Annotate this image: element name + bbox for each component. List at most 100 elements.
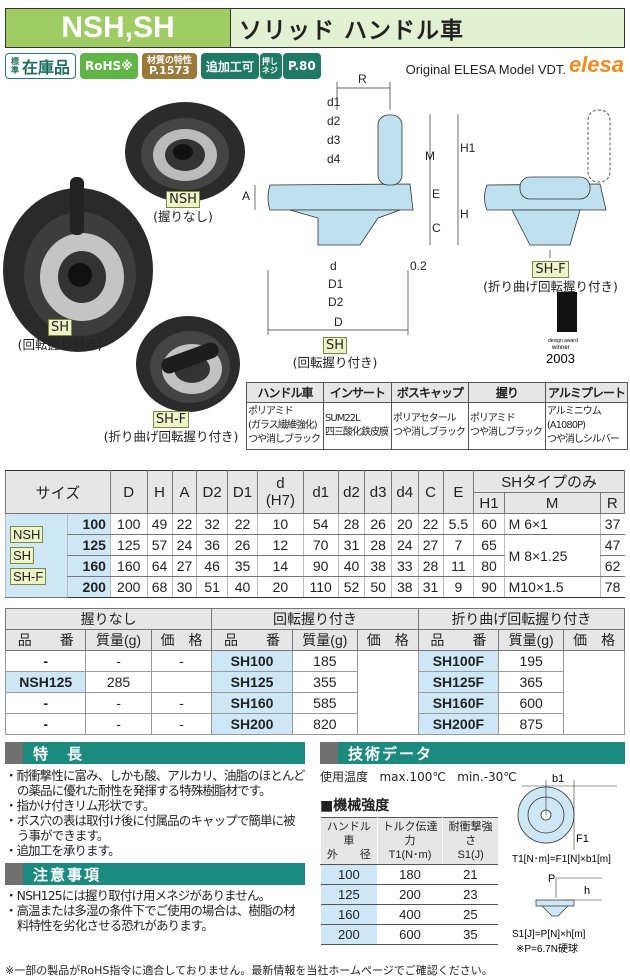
dim-value: 12	[257, 534, 304, 556]
strength-header-line: トルク伝達力	[382, 821, 438, 847]
dim-value: 52	[337, 576, 365, 598]
dim-value: 33	[390, 555, 419, 577]
parts-sub-header: 価 格	[150, 629, 213, 651]
shf-tag: SH-F	[152, 411, 190, 428]
page-ref-badge[interactable]: P.80	[282, 53, 321, 79]
dim-header-d: d(H7)	[257, 470, 304, 514]
group-tag: SH	[10, 547, 35, 564]
label-M: M	[425, 149, 435, 163]
sh-tag: SH	[47, 319, 73, 336]
part-weight: 285	[85, 671, 152, 693]
part-number[interactable]: SH125	[211, 671, 293, 693]
nsh-caption: NSH(握りなし)	[148, 190, 218, 225]
label-d: d	[330, 259, 337, 273]
part-price: -	[150, 713, 213, 735]
label-d2: d2	[327, 114, 341, 128]
dim-value: 38	[390, 576, 419, 598]
strength-cell: 200	[377, 884, 443, 905]
dim-value: 31	[337, 534, 365, 556]
features-list: 耐衝撃性に富み、しかも酸、アルカリ、油脂のほとんどの薬品に優れた耐性を発揮する特…	[5, 768, 306, 858]
dim-header-h7: (H7)	[265, 492, 295, 509]
dim-value: 80	[473, 555, 505, 577]
material-header: ハンドル車	[245, 382, 325, 403]
part-weight: 195	[498, 650, 565, 672]
material-line: つや消しブラック	[469, 427, 543, 438]
label-h: h	[584, 885, 590, 897]
dimension-labels: R d1 d2 d3 d4 M H1 A E H C 0.2 d D1 D2 D	[242, 72, 476, 329]
part-price	[563, 650, 625, 735]
strength-cell: 160	[320, 904, 378, 925]
dim-value: 20	[257, 576, 304, 598]
dim-header-D1: D1	[226, 470, 259, 514]
dim-R: 78	[599, 576, 625, 598]
dim-header-d3: d3	[364, 470, 392, 514]
cautions-heading: 注意事項	[5, 863, 305, 885]
material-line: アルミニウム	[546, 406, 602, 417]
award-line2: winner	[551, 345, 570, 351]
dim-value: 38	[364, 555, 392, 577]
sh-only-header: SHタイプのみ	[473, 470, 625, 493]
part-weight: 365	[498, 671, 565, 693]
dim-value: 24	[171, 534, 197, 556]
temp-label: 使用温度	[320, 770, 369, 784]
technical-drawing: R d1 d2 d3 d4 M H1 A E H C 0.2 d D1 D2 D…	[242, 72, 611, 366]
dim-value: 28	[417, 555, 443, 577]
label-D1: D1	[328, 277, 344, 291]
part-number[interactable]: SH160F	[417, 692, 500, 714]
dim-value: 32	[196, 513, 228, 535]
torque-formula: T1[N･m]=F1[N]×b1[m]	[512, 854, 611, 865]
temperature-row: 使用温度 max.100℃ min.-30℃	[320, 768, 625, 785]
dim-value: 46	[196, 555, 228, 577]
dim-header-d2: d2	[337, 470, 366, 514]
dim-header-d: d	[276, 475, 285, 492]
dim-value: 125	[109, 534, 148, 556]
dim-value: 70	[302, 534, 339, 556]
material-line: ポリアミド	[248, 406, 294, 417]
page-title: ソリッド ハンドル車	[231, 9, 624, 47]
dim-header-d1: d1	[302, 470, 339, 514]
shf-wheel-image	[136, 316, 240, 412]
dim-value: 60	[473, 513, 505, 535]
material-cell: アルミニウム(A1080P)つや消しシルバー	[544, 402, 629, 450]
label-D: D	[334, 315, 343, 329]
part-number[interactable]: SH100	[211, 650, 293, 672]
part-weight: 585	[291, 692, 358, 714]
strength-header-line: 耐衝撃強さ	[448, 821, 493, 847]
part-number[interactable]: SH200	[211, 713, 293, 735]
dim-value: 40	[337, 555, 365, 577]
dim-R: 62	[599, 555, 625, 577]
part-number[interactable]: SH160	[211, 692, 293, 714]
dim-header-C: C	[417, 470, 444, 514]
part-number[interactable]: NSH125	[4, 671, 87, 693]
cautions-list: NSH125には握り取付け用メネジがありません。高温または多湿の条件下でご使用の…	[5, 888, 305, 933]
part-number[interactable]: SH100F	[417, 650, 500, 672]
part-number[interactable]: SH200F	[417, 713, 500, 735]
dim-header-R: R	[599, 492, 626, 514]
parts-sub-header: 品 番	[4, 629, 87, 651]
thread-M: M 6×1	[503, 513, 601, 535]
material-header: ボスキャップ	[390, 382, 469, 403]
part-number[interactable]: SH125F	[417, 671, 500, 693]
material-header: アルミプレート	[544, 382, 629, 403]
dim-value: 51	[196, 576, 228, 598]
label-R: R	[358, 72, 367, 86]
dim-R: 47	[599, 534, 625, 556]
group-tag: NSH	[10, 526, 44, 543]
material-cell: ポリアミド(ガラス繊維強化)つや消しブラック	[245, 402, 325, 450]
parts-sub-header: 質量(g)	[85, 629, 152, 651]
dim-value: 14	[257, 555, 304, 577]
part-weight: 875	[498, 713, 565, 735]
thread-M: M10×1.5	[503, 576, 601, 598]
parts-sub-header: 価 格	[356, 629, 419, 651]
material-line2: P.1573	[148, 64, 190, 77]
